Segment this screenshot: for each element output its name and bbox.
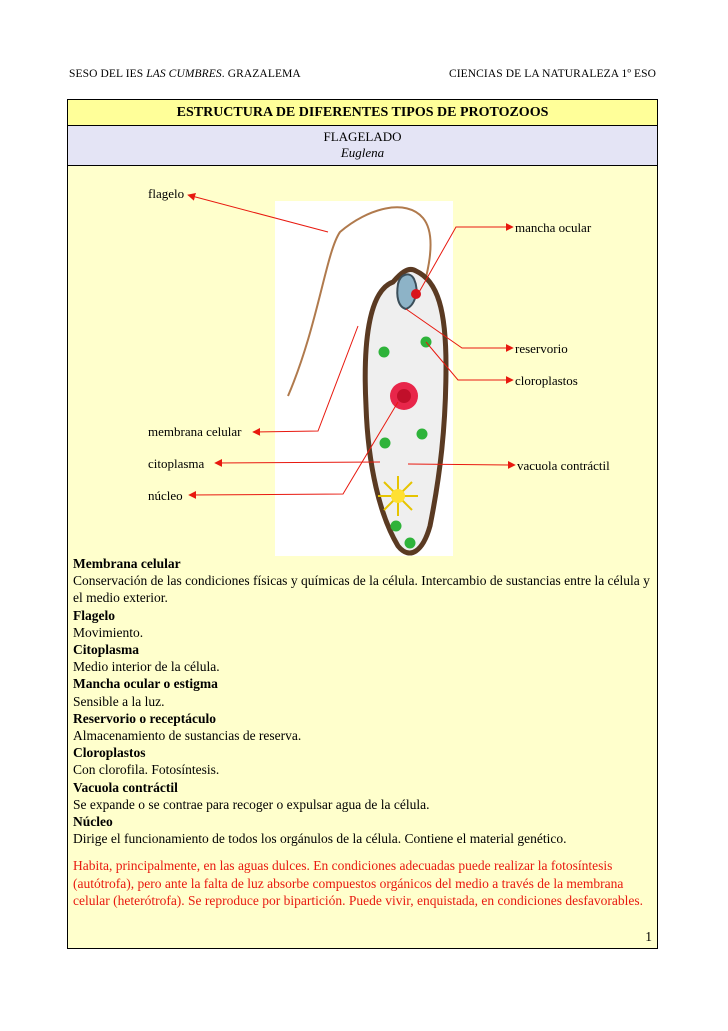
- label-citoplasma: citoplasma: [148, 456, 205, 471]
- pointer-mancha: [417, 223, 514, 295]
- descriptions: Membrana celular Conservación de las con…: [73, 555, 655, 909]
- chloroplast: [379, 437, 391, 449]
- header-left: SESO DEL IES LAS CUMBRES. GRAZALEMA: [69, 68, 301, 80]
- page-title: ESTRUCTURA DE DIFERENTES TIPOS DE PROTOZ…: [68, 100, 657, 126]
- subtitle-block: FLAGELADO Euglena: [68, 126, 657, 166]
- euglena-diagram: flagelo membrana celular citoplasma núcl…: [148, 186, 610, 556]
- nucleolus: [397, 389, 411, 403]
- pointer-cloroplastos: [425, 341, 514, 384]
- page-number: 1: [645, 929, 652, 944]
- pointer-nucleo: [188, 401, 399, 499]
- scientific-name: Euglena: [340, 145, 385, 160]
- text-flagelo: Movimiento.: [73, 624, 144, 640]
- chloroplast: [416, 428, 428, 440]
- eyespot: [411, 289, 421, 299]
- label-flagelo: flagelo: [148, 186, 184, 201]
- text-citoplasma: Medio interior de la célula.: [73, 659, 220, 675]
- habitat-note: Habita, principalmente, en las aguas dul…: [73, 858, 643, 908]
- contractile-vacuole-core: [391, 489, 405, 503]
- pointer-reservorio: [405, 308, 514, 352]
- header-school-name: LAS CUMBRES: [146, 68, 222, 80]
- worksheet: ESTRUCTURA DE DIFERENTES TIPOS DE PROTOZ…: [67, 99, 658, 949]
- term-mancha: Mancha ocular o estigma: [73, 676, 218, 692]
- pointer-flagelo: [187, 192, 329, 233]
- term-cloroplastos: Cloroplastos: [73, 745, 146, 761]
- label-cloroplastos: cloroplastos: [515, 373, 578, 388]
- label-membrana: membrana celular: [148, 424, 242, 439]
- header-school-prefix: SESO DEL IES: [69, 68, 147, 80]
- text-mancha: Sensible a la luz.: [73, 693, 165, 709]
- term-nucleo: Núcleo: [73, 814, 113, 830]
- text-vacuola: Se expande o se contrae para recoger o e…: [73, 796, 430, 812]
- flagellum: [287, 206, 432, 397]
- term-flagelo: Flagelo: [73, 607, 115, 623]
- label-vacuola: vacuola contráctil: [517, 458, 610, 473]
- text-reservorio: Almacenamiento de sustancias de reserva.: [73, 728, 302, 744]
- label-nucleo: núcleo: [148, 488, 183, 503]
- text-cloroplastos: Con clorofila. Fotosíntesis.: [73, 762, 220, 778]
- pointer-citoplasma: [214, 458, 381, 467]
- header-school-town: . GRAZALEMA: [221, 68, 301, 80]
- label-mancha: mancha ocular: [515, 220, 592, 235]
- term-vacuola: Vacuola contráctil: [73, 779, 178, 795]
- term-reservorio: Reservorio o receptáculo: [73, 710, 216, 726]
- text-nucleo: Dirige el funcionamiento de todos los or…: [73, 831, 567, 847]
- pointer-membrana: [252, 325, 359, 436]
- subtitle: FLAGELADO: [323, 129, 402, 144]
- term-membrana: Membrana celular: [73, 556, 181, 571]
- term-citoplasma: Citoplasma: [73, 642, 140, 658]
- pointer-vacuola: [407, 460, 516, 469]
- label-reservorio: reservorio: [515, 341, 568, 356]
- chloroplast: [390, 520, 402, 532]
- header-right: CIENCIAS DE LA NATURALEZA 1º ESO: [448, 68, 656, 80]
- chloroplast: [378, 346, 390, 358]
- chloroplast: [404, 537, 416, 549]
- text-membrana: Conservación de las condiciones físicas …: [73, 573, 650, 606]
